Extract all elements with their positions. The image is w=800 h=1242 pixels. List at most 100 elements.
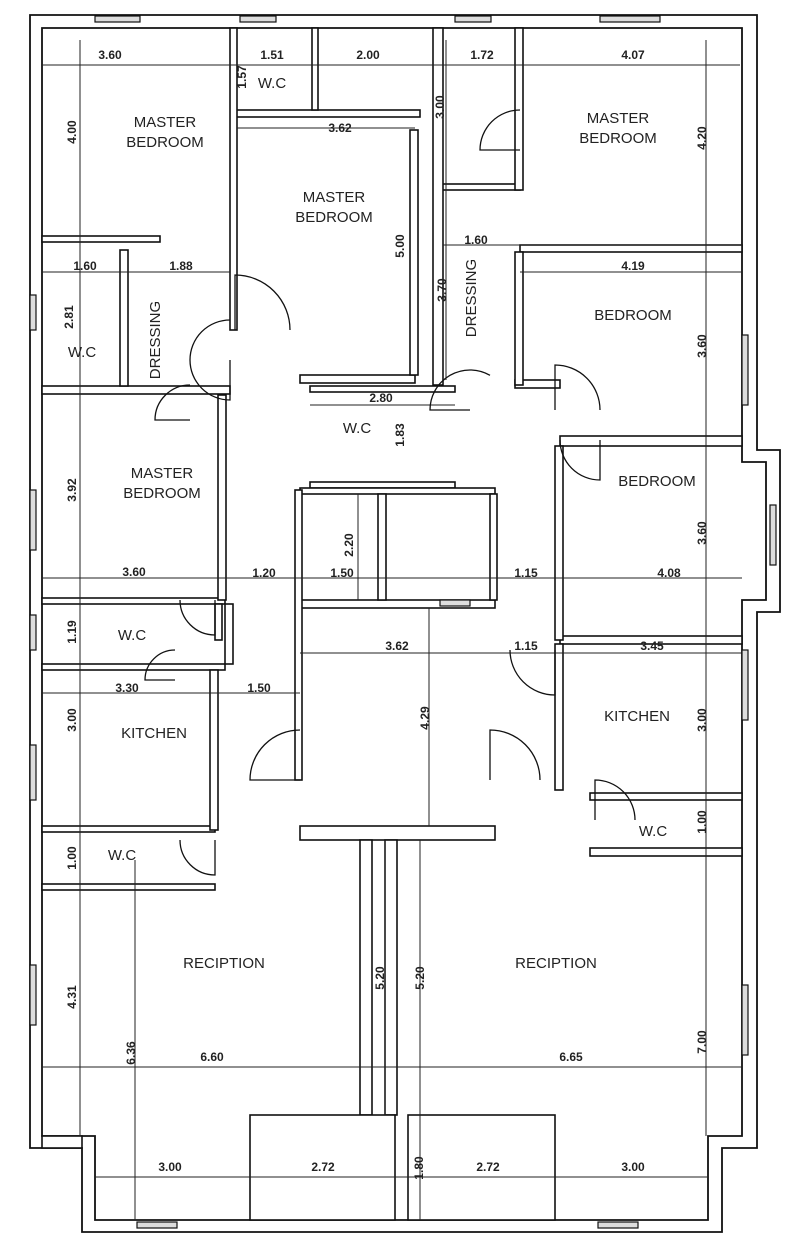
window	[29, 489, 37, 551]
dimension-label: 1.00	[695, 810, 709, 834]
wall	[209, 669, 219, 831]
wall	[41, 1135, 83, 1149]
dimension-label: 1.57	[235, 65, 249, 89]
wall	[311, 27, 319, 111]
dimension-lines	[42, 40, 742, 1220]
window	[29, 744, 37, 801]
window	[439, 599, 471, 607]
dimension-label: 3.60	[695, 521, 709, 545]
dimension-label: 3.00	[433, 95, 447, 119]
wall	[249, 1114, 396, 1221]
doors	[144, 109, 636, 876]
room-label-line: BEDROOM	[594, 307, 672, 324]
window	[29, 294, 37, 331]
dimension-label: 4.19	[621, 259, 645, 273]
room-label-line: BEDROOM	[618, 473, 696, 490]
door	[479, 109, 521, 151]
window	[29, 964, 37, 1026]
door	[234, 274, 291, 331]
wall	[229, 27, 238, 331]
wall	[41, 883, 216, 891]
dimension-label: 1.60	[464, 233, 488, 247]
wall	[299, 374, 416, 384]
dimension-label: 1.50	[247, 681, 271, 695]
dimension-label: 1.19	[65, 620, 79, 644]
wall	[407, 1114, 556, 1221]
wall	[214, 603, 223, 641]
room-label-line: DRESSING	[147, 301, 164, 379]
wall	[309, 385, 456, 393]
wall	[41, 663, 226, 671]
window	[29, 614, 37, 651]
dimension-label: 3.45	[640, 639, 664, 653]
room-label: W.C	[258, 75, 286, 92]
dimension-label: 4.07	[621, 48, 645, 62]
dimension-label: 1.72	[470, 48, 494, 62]
dimension-label: 3.00	[695, 708, 709, 732]
wall	[309, 481, 456, 489]
outer-wall-inner	[41, 27, 767, 1221]
dimension-label: 2.72	[311, 1160, 335, 1174]
dimension-label: 1.51	[260, 48, 284, 62]
wall	[514, 251, 524, 386]
dimension-label: 7.00	[695, 1030, 709, 1054]
dimension-label: 1.00	[65, 846, 79, 870]
dimension-label: 5.00	[393, 234, 407, 258]
room-label-line: MASTER	[131, 465, 194, 482]
dimension-label: 6.60	[200, 1050, 224, 1064]
room-label-line: W.C	[118, 627, 146, 644]
window	[741, 334, 749, 406]
dimension-label: 4.29	[418, 706, 432, 730]
wall	[217, 394, 227, 601]
dimension-label: 3.92	[65, 478, 79, 502]
door	[189, 319, 231, 401]
room-label-line: MASTER	[303, 189, 366, 206]
door	[179, 599, 216, 636]
window	[769, 504, 777, 566]
door	[509, 649, 556, 696]
room-label: W.C	[118, 627, 146, 644]
room-label-line: W.C	[68, 344, 96, 361]
door	[554, 364, 601, 411]
dimension-label: 1.88	[169, 259, 193, 273]
dimension-label: 1.50	[330, 566, 354, 580]
dimension-label: 4.08	[657, 566, 681, 580]
dimension-label: 6.36	[124, 1041, 138, 1065]
dimension-label: 3.00	[65, 708, 79, 732]
wall	[359, 839, 373, 1116]
room-label: KITCHEN	[604, 708, 670, 725]
dimension-label: 1.20	[252, 566, 276, 580]
wall	[224, 603, 234, 665]
dimension-label: 2.81	[62, 305, 76, 329]
room-label-line: MASTER	[134, 114, 197, 131]
door	[154, 384, 191, 421]
wall	[489, 493, 498, 601]
wall	[554, 445, 564, 641]
door	[144, 649, 176, 681]
dimension-label: 5.20	[413, 966, 427, 990]
windows	[29, 15, 777, 1229]
room-label-line: RECIPTION	[515, 955, 597, 972]
room-label-line: MASTER	[587, 110, 650, 127]
dimension-label: 1.15	[514, 639, 538, 653]
wall	[519, 244, 743, 253]
window	[136, 1221, 178, 1229]
room-label-line: W.C	[108, 847, 136, 864]
dimension-label: 4.20	[695, 126, 709, 150]
room-label: W.C	[68, 344, 96, 361]
dimension-label: 3.30	[115, 681, 139, 695]
dimension-label: 6.65	[559, 1050, 583, 1064]
wall	[41, 825, 216, 833]
interior-walls	[41, 27, 743, 1221]
dimension-label: 1.15	[514, 566, 538, 580]
room-label: DRESSING	[463, 259, 480, 337]
window	[741, 649, 749, 721]
wall	[41, 235, 161, 243]
wall	[234, 109, 421, 118]
room-label: KITCHEN	[121, 725, 187, 742]
wall	[377, 493, 387, 601]
